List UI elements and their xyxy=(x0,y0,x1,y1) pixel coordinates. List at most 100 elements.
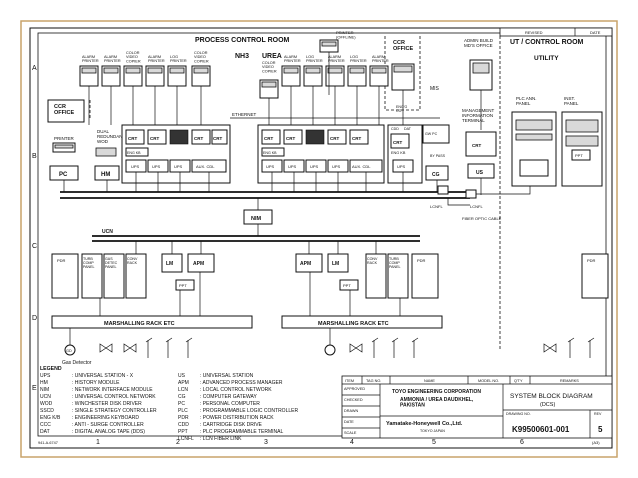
legend-abbr: WOD xyxy=(40,401,53,407)
tb-vendor: Yamatake-Honeywell Co.,Ltd. xyxy=(386,421,463,427)
ups-2: UPS xyxy=(152,164,161,169)
console-mid: CRT CRT CRT CRT ENG KB UPS UPS UPS UPS A… xyxy=(257,124,385,184)
legend-abbr: PPT xyxy=(178,429,188,435)
title-block: ITEM TAG NO. NAME MODEL NO. Q'TY REMARKS… xyxy=(341,375,613,445)
urea-label: UREA xyxy=(262,53,282,60)
date-label: DATE xyxy=(590,30,601,35)
row-c: C xyxy=(32,243,37,250)
lm-left: LM xyxy=(166,261,173,267)
svg-text:GD: GD xyxy=(66,349,72,353)
legend-abbr: HM xyxy=(40,380,48,386)
ups-7: UPS xyxy=(332,164,341,169)
tb-company: TOYO ENGINEERING CORPORATION xyxy=(392,389,481,395)
legend-desc: : LOCAL CONTROL NETWORK xyxy=(200,387,272,393)
legend-abbr: DAT xyxy=(40,429,50,435)
legend-abbr: PLC xyxy=(178,408,188,414)
gw-pc-label: GW PC xyxy=(425,132,438,136)
tb-vendor-city: TOKYO JAPAN xyxy=(420,429,445,433)
legend-desc: : SINGLE STRATEGY CONTROLLER xyxy=(72,408,157,414)
cg-label: CG xyxy=(432,172,440,178)
pdr-left: PDR xyxy=(57,258,66,263)
ups-6: UPS xyxy=(310,164,319,169)
ups-1: UPS xyxy=(131,164,140,169)
row-markers: A B C D E xyxy=(32,65,37,392)
process-room-title: PROCESS CONTROL ROOM xyxy=(195,37,290,44)
apm-right: APM xyxy=(300,261,311,267)
ppt-utility: PPT xyxy=(575,153,583,158)
crt-4: CRT xyxy=(213,136,222,141)
pdr-right: PDR xyxy=(417,258,426,263)
ups-4: UPS xyxy=(266,164,275,169)
legend-abbr: US xyxy=(178,373,186,379)
gas-detector-label: Gas Detector xyxy=(62,360,92,366)
row-a: A xyxy=(32,65,37,72)
tb-drawing-no-label: DRAWING NO. xyxy=(506,412,531,416)
ups-8: UPS xyxy=(397,164,406,169)
legend-abbr: CDD xyxy=(178,422,189,428)
col-markers: 1 2 3 4 5 6 xyxy=(96,439,524,446)
legend-desc: : PROGRAMMABLE LOGIC CONTROLLER xyxy=(200,408,298,414)
crt-10: CRT xyxy=(472,143,481,148)
tb-title: SYSTEM BLOCK DIAGRAM xyxy=(510,393,593,400)
legend-abbr: UPS xyxy=(40,373,51,379)
doc-ref: 941-A-6747 xyxy=(38,441,58,445)
page-border xyxy=(20,20,618,458)
legend-abbr: PC xyxy=(178,401,185,407)
apm-left: APM xyxy=(193,261,204,267)
tb-model: MODEL NO. xyxy=(478,379,499,383)
tb-drawing-no: K99500601-001 xyxy=(512,425,570,434)
ucn-label: UCN xyxy=(102,229,113,235)
legend-abbr: CG xyxy=(178,394,186,400)
pc-label: PC xyxy=(59,172,68,178)
tb-rev-label: REV xyxy=(594,412,602,416)
legend-desc: : PLC PROGRAMMABLE TERMINAL xyxy=(200,429,283,435)
ups-5: UPS xyxy=(288,164,297,169)
col-1: 1 xyxy=(96,439,100,446)
legend-abbr: UCN xyxy=(40,394,51,400)
crt-5: CRT xyxy=(264,136,273,141)
legend-abbr: ENG K/B xyxy=(40,415,61,421)
fiber-optic-label: FIBER OPTIC CABLE xyxy=(462,216,502,221)
plc-ann-label: PLC ANN.PANEL xyxy=(516,96,537,106)
eng-kb-left: ENG KB xyxy=(127,151,141,155)
eng-kb-right: ENG KB xyxy=(391,151,406,155)
row-b: B xyxy=(32,153,37,160)
legend-desc: : POWER DISTRIBUTION RACK xyxy=(200,415,274,421)
nim-label: NIM xyxy=(251,216,262,222)
col-4: 4 xyxy=(350,439,354,446)
crt-6: CRT xyxy=(286,136,295,141)
legend-desc: : UNIVERSAL CONTROL NETWORK xyxy=(72,394,156,400)
legend-desc: : ADVANCED PROCESS MANAGER xyxy=(200,380,283,386)
legend-desc: : HISTORY MODULE xyxy=(72,380,120,386)
utility-label: UTILITY xyxy=(534,55,559,62)
printer-left-label: PRINTER xyxy=(54,136,75,141)
legend-abbr: APM xyxy=(178,380,189,386)
tb-approved: APPROVED xyxy=(344,387,365,391)
hm-label: HM xyxy=(101,172,110,178)
aux-cdl-left: AUX. CDL xyxy=(196,164,215,169)
crt-8: CRT xyxy=(352,136,361,141)
legend-desc: : ANTI - SURGE CONTROLLER xyxy=(72,422,144,428)
